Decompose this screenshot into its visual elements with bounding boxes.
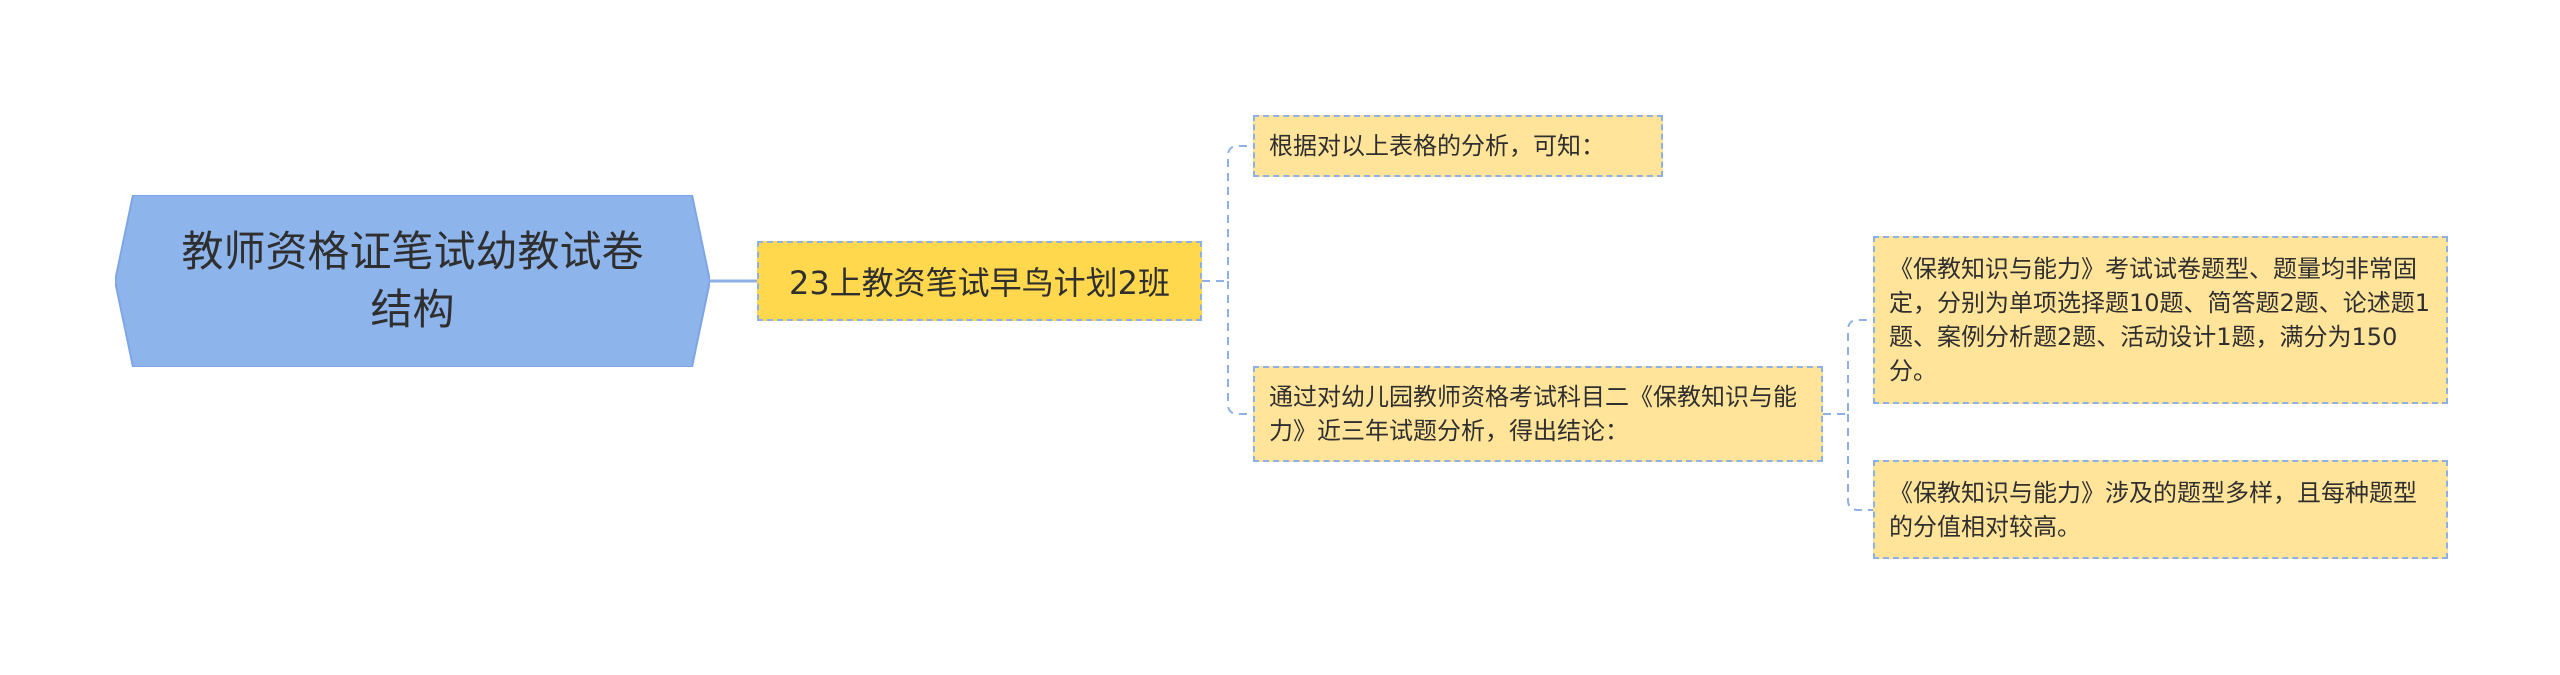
leaf-node-analysis-label: 根据对以上表格的分析，可知： [1269,132,1605,160]
connector-branch-leaf2 [1227,281,1253,415]
root-node-label: 教师资格证笔试幼教试卷结构 [181,227,644,334]
branch-node[interactable]: 23上教资笔试早鸟计划2班 [757,241,1202,321]
leaf-node-conclusion-label: 通过对幼儿园教师资格考试科目二《保教知识与能力》近三年试题分析，得出结论： [1269,383,1797,445]
leaf-node-analysis[interactable]: 根据对以上表格的分析，可知： [1253,115,1663,177]
branch-node-label: 23上教资笔试早鸟计划2班 [788,264,1171,302]
root-node[interactable]: 教师资格证笔试幼教试卷结构 [115,195,710,367]
leaf-node-question-types[interactable]: 《保教知识与能力》考试试卷题型、题量均非常固定，分别为单项选择题10题、简答题2… [1873,236,2448,404]
leaf-node-score-values[interactable]: 《保教知识与能力》涉及的题型多样，且每种题型的分值相对较高。 [1873,460,2448,559]
root-hexagon-shape [115,195,710,367]
connector-branch-leaf1 [1202,145,1253,282]
connector-leaf2-leaf4 [1847,414,1873,511]
connector-leaf2-leaf3 [1823,319,1873,415]
leaf-node-score-values-label: 《保教知识与能力》涉及的题型多样，且每种题型的分值相对较高。 [1889,478,2417,541]
leaf-node-conclusion[interactable]: 通过对幼儿园教师资格考试科目二《保教知识与能力》近三年试题分析，得出结论： [1253,366,1823,462]
leaf-node-question-types-label: 《保教知识与能力》考试试卷题型、题量均非常固定，分别为单项选择题10题、简答题2… [1889,255,2431,385]
